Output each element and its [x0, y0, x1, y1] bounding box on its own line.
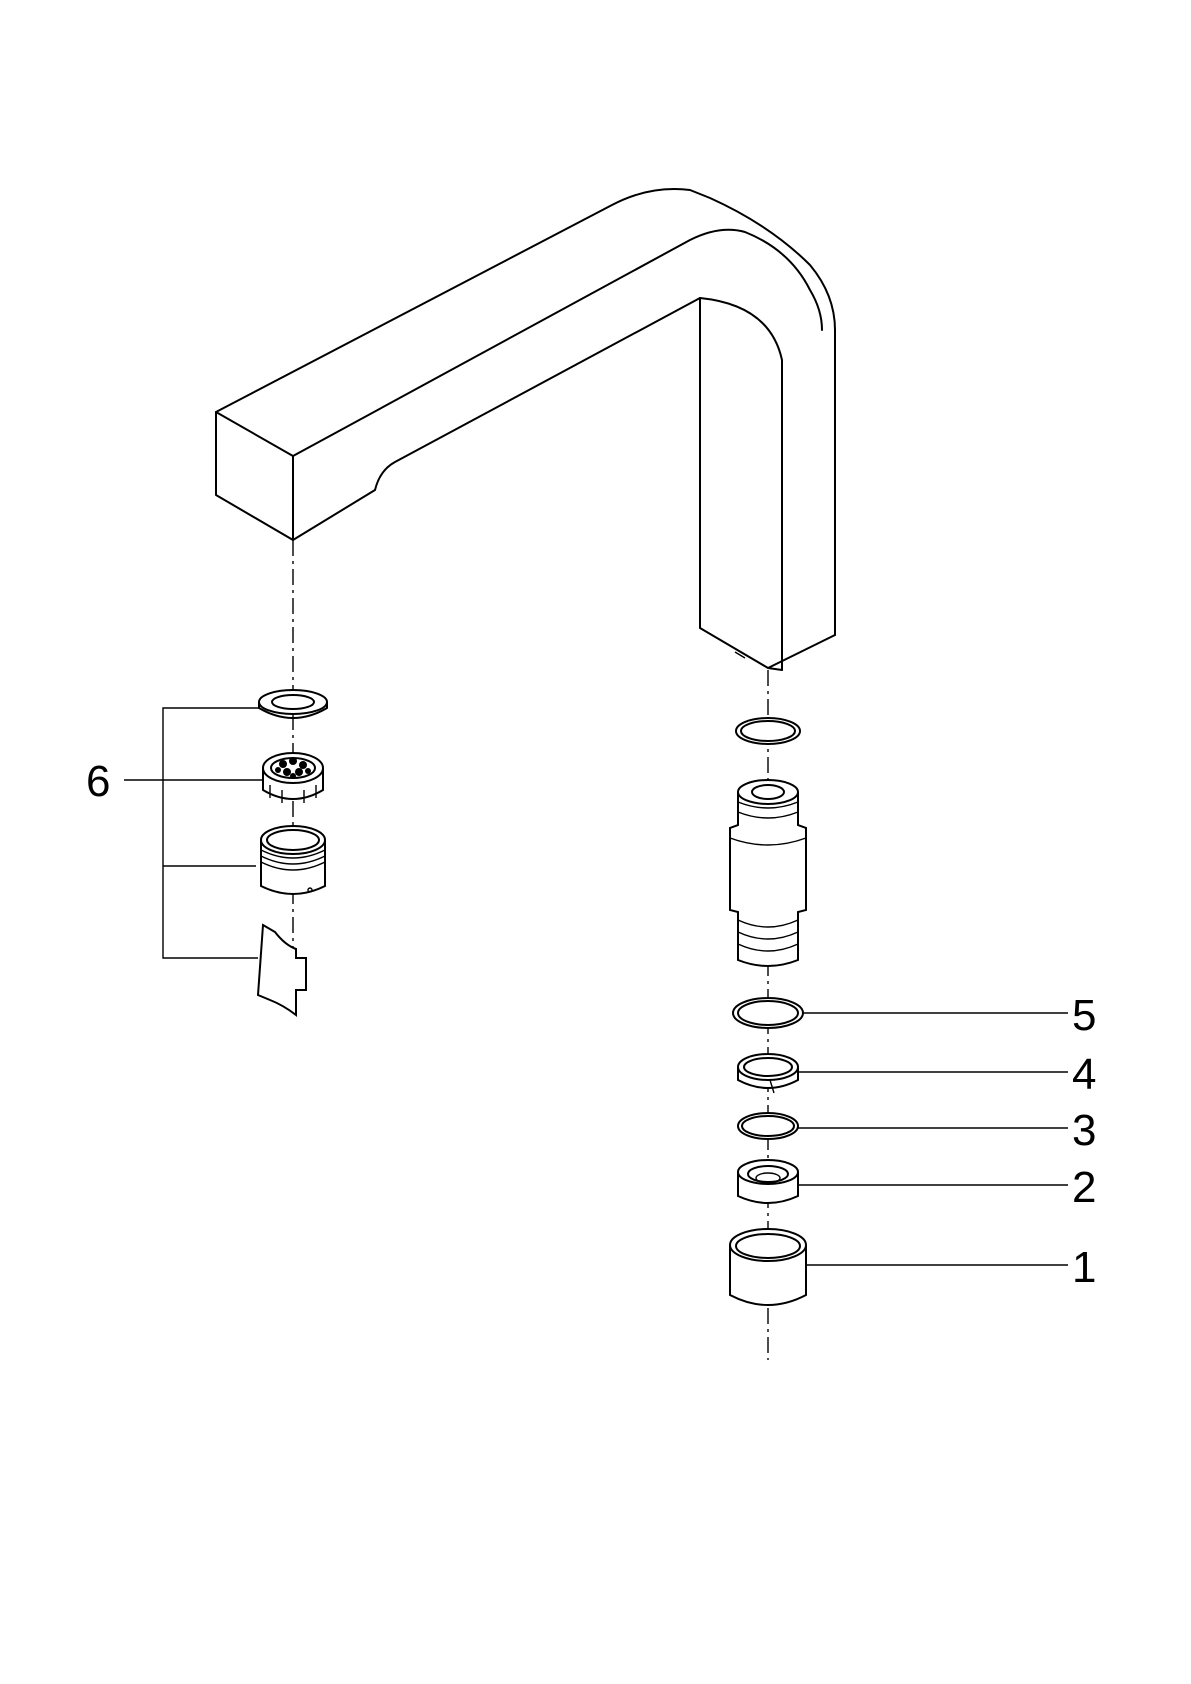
flow-cartridge: [729, 779, 807, 967]
callout-3-label: 3: [1072, 1106, 1096, 1155]
callout-2-label: 2: [1072, 1163, 1096, 1212]
cartridge-stack: [729, 717, 807, 1306]
callout-1-label: 1: [1072, 1243, 1096, 1292]
aerator-key-tool: [256, 923, 307, 1018]
part-4-split-ring: [737, 1053, 799, 1094]
callout-6-bracket: [124, 707, 263, 959]
part-2-insert: [737, 1159, 799, 1204]
callout-leaders: [798, 1012, 1068, 1266]
part-3-o-ring: [737, 1112, 799, 1140]
top-o-ring: [735, 717, 801, 745]
aerator-sleeve: [260, 825, 326, 895]
part-1-cap: [729, 1228, 807, 1306]
aerator-assembly: [256, 689, 328, 1018]
spout-body: [215, 188, 836, 671]
aerator-insert: [262, 752, 324, 803]
callout-6-label: 6: [86, 757, 110, 806]
callout-4-label: 4: [1072, 1050, 1096, 1099]
aerator-washer: [258, 689, 328, 719]
part-5-o-ring: [732, 997, 804, 1029]
callout-5-label: 5: [1072, 991, 1096, 1040]
